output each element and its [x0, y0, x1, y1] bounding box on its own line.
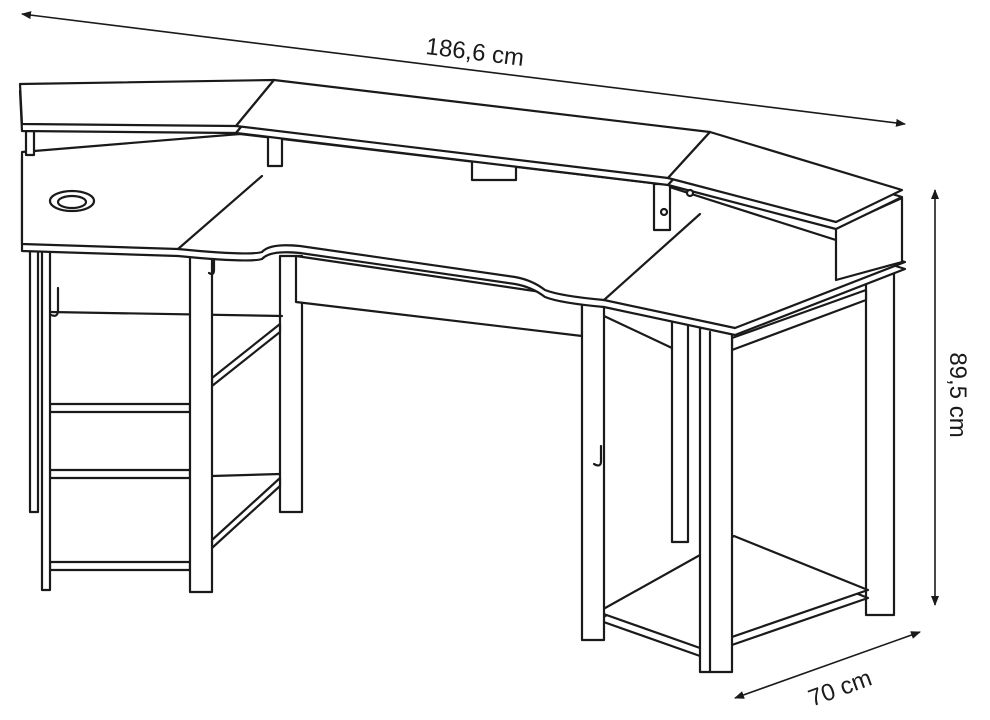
cable-grommet-inner: [56, 194, 88, 210]
right-front-right-leg: [698, 326, 734, 674]
left-front-shelf-3: [48, 560, 192, 572]
right-back-leg: [864, 270, 896, 617]
desktop-right-seam: [602, 212, 702, 302]
left-riser-support-left: [24, 129, 36, 157]
height-label: 89,5 cm: [944, 352, 971, 437]
left-top-rail: [48, 310, 284, 318]
width-dimension: 186,6 cm: [21, 11, 906, 127]
center-riser-support-right: [652, 182, 672, 232]
left-front-right-leg: [188, 248, 214, 594]
depth-dimension: 70 cm: [734, 631, 921, 713]
right-riser-top: [666, 130, 904, 224]
front-legs: [40, 248, 734, 674]
riser-screw-1: [685, 188, 695, 198]
left-front-shelf-2: [48, 468, 192, 480]
left-back-post: [28, 248, 40, 514]
desktop-surface: [20, 132, 907, 330]
left-riser-support-right: [266, 134, 284, 168]
left-front-left-leg: [40, 248, 52, 592]
desktop: [20, 132, 907, 337]
left-front-shelf-1: [48, 402, 192, 414]
left-riser-top: [18, 78, 276, 128]
width-dimension-line: [21, 11, 906, 127]
right-inner-back-leg: [670, 318, 690, 544]
depth-label: 70 cm: [805, 665, 876, 713]
left-headphone-hook: [49, 286, 60, 317]
left-side-shelf-1: [210, 322, 282, 388]
left-storage-shelves: [48, 310, 284, 572]
middle-hook: [207, 256, 216, 276]
desktop-left-seam: [176, 174, 264, 251]
left-side-middle-rail: [210, 472, 282, 478]
right-back-rail: [602, 314, 674, 350]
height-dimension: 89,5 cm: [931, 189, 971, 606]
left-side-shelf-2: [210, 476, 282, 550]
right-front-left-leg: [580, 296, 606, 642]
middle-back-leg: [278, 254, 304, 514]
riser-screw-2: [659, 207, 669, 217]
right-headphone-hook: [592, 444, 603, 467]
depth-dimension-line: [734, 631, 921, 699]
back-legs: [28, 248, 896, 617]
